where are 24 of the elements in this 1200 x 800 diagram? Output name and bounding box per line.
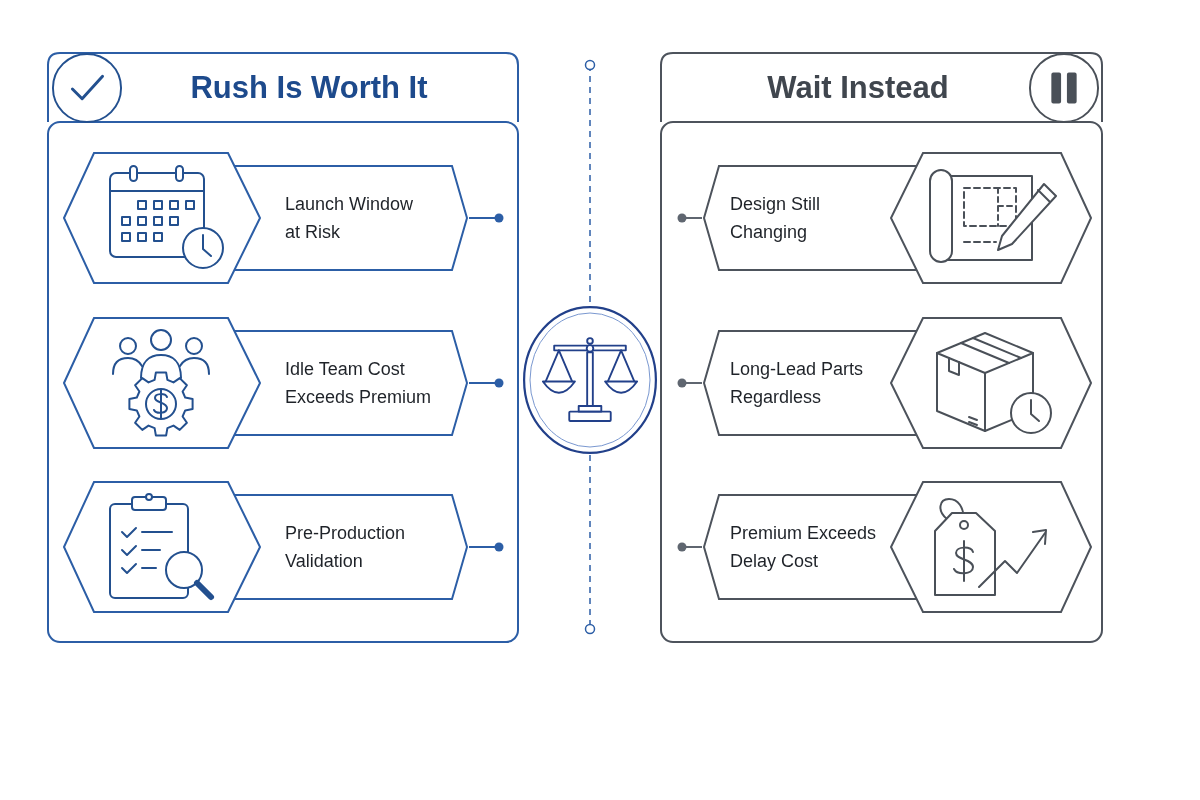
card-label: Premium Exceeds Delay Cost: [730, 522, 878, 573]
connector-line: [677, 378, 703, 388]
card-label: Design Still Changing: [730, 193, 822, 244]
hexagon-card: [703, 481, 1092, 613]
card-label: Launch Window at Risk: [285, 193, 415, 244]
hexagon-card: [63, 481, 468, 613]
connector-line: [677, 213, 703, 223]
card-label: Long-Lead Parts Regardless: [730, 358, 865, 409]
card-label: Idle Team Cost Exceeds Premium: [285, 358, 433, 409]
connector-line: [468, 378, 504, 388]
card-label: Pre-Production Validation: [285, 522, 407, 573]
comparison-panel: [660, 52, 1103, 643]
panel-title: Rush Is Worth It: [190, 70, 428, 106]
connector-line: [468, 213, 504, 223]
hexagon-card: [63, 317, 468, 449]
connector-line: [468, 542, 504, 552]
hexagon-card: [63, 152, 468, 284]
comparison-panel: [47, 52, 519, 643]
hexagon-card: [703, 317, 1092, 449]
dashed-connector: [584, 454, 596, 635]
connector-line: [677, 542, 703, 552]
center-circle: [523, 306, 657, 454]
panel-title: Wait Instead: [767, 70, 949, 106]
hexagon-card: [703, 152, 1092, 284]
